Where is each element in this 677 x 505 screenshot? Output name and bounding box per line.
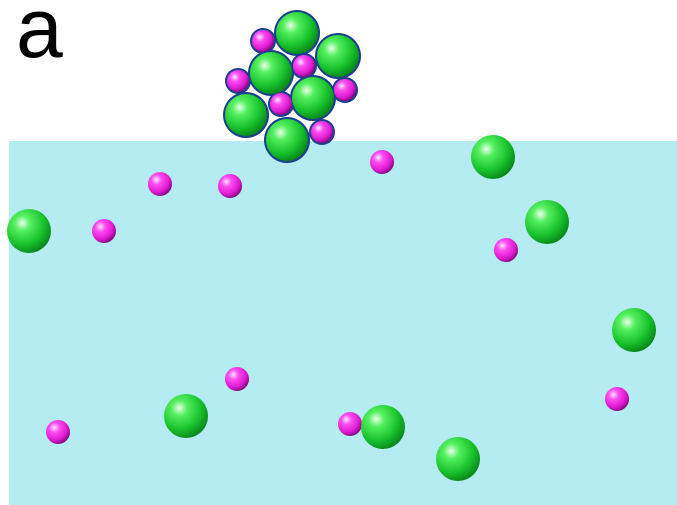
dissolved-large-ion: [164, 394, 208, 438]
dissolved-small-ion: [225, 367, 249, 391]
crystal-small-ion: [334, 79, 356, 101]
dissolved-small-ion: [92, 219, 116, 243]
crystal-small-ion: [311, 121, 333, 143]
crystal-large-ion: [250, 52, 292, 94]
crystal-large-ion: [317, 35, 359, 77]
dissolved-large-ion: [436, 437, 480, 481]
crystal-large-ion: [225, 94, 267, 136]
dissolved-small-ion: [338, 412, 362, 436]
dissolved-small-ion: [494, 238, 518, 262]
crystal-small-ion: [227, 70, 249, 92]
crystal-small-ion: [252, 30, 274, 52]
crystal-small-ion: [270, 93, 292, 115]
dissolved-large-ion: [471, 135, 515, 179]
dissolved-small-ion: [605, 387, 629, 411]
dissolved-large-ion: [7, 209, 51, 253]
crystal-large-ion: [266, 119, 308, 161]
dissolved-large-ion: [612, 308, 656, 352]
crystal-large-ion: [292, 77, 334, 119]
dissolved-small-ion: [218, 174, 242, 198]
dissolved-small-ion: [370, 150, 394, 174]
dissolved-large-ion: [361, 405, 405, 449]
solution-region: [9, 141, 677, 505]
dissolved-small-ion: [46, 420, 70, 444]
dissolved-small-ion: [148, 172, 172, 196]
crystal-large-ion: [276, 12, 318, 54]
crystal-small-ion: [293, 55, 315, 77]
dissolved-large-ion: [525, 200, 569, 244]
